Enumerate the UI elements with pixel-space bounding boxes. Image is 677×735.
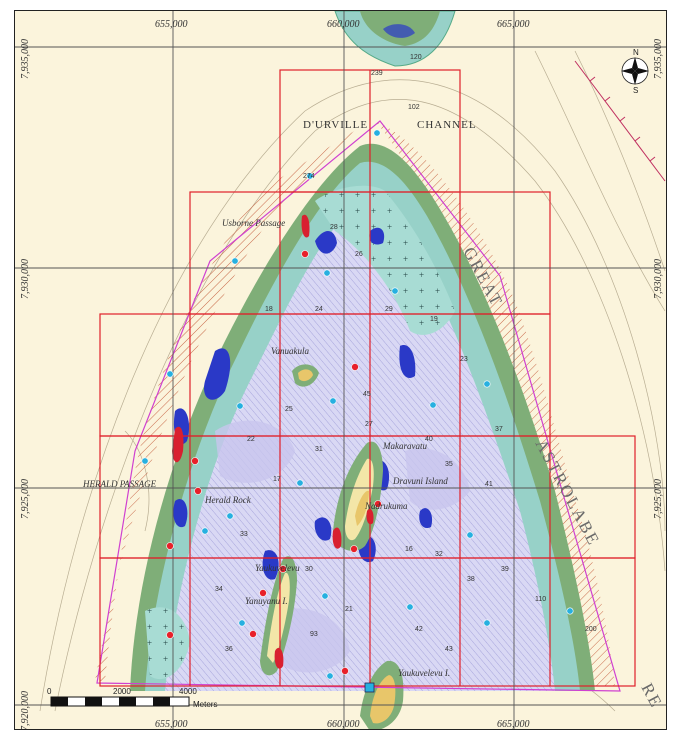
sounding-label: 30	[305, 566, 313, 573]
sounding-label: 274	[303, 173, 315, 180]
red-markers	[166, 250, 382, 675]
sounding-label: 18	[265, 306, 273, 313]
sounding-label: 21	[345, 606, 353, 613]
northing-label: 7,930,000	[20, 259, 31, 299]
sounding-label: 93	[310, 631, 318, 638]
sounding-label: 31	[315, 446, 323, 453]
lagoon	[165, 210, 555, 692]
compass-rose-icon: N S	[621, 48, 649, 95]
sounding-label: 110	[535, 596, 546, 603]
scale-tick: 4000	[179, 687, 197, 696]
label-durville: D'URVILLE	[303, 119, 368, 131]
sounding-label: 200	[585, 626, 597, 633]
easting-label: 665,000	[497, 19, 530, 30]
northing-label: 7,930,000	[653, 259, 664, 299]
sounding-label: 239	[371, 70, 383, 77]
map-frame: +	[14, 10, 667, 730]
sounding-label: 42	[415, 626, 423, 633]
label-herald-passage: HERALD PASSAGE	[82, 479, 157, 489]
sounding-label: 45	[363, 391, 371, 398]
label-herald-rock: Herald Rock	[204, 495, 252, 505]
sounding-label: 37	[495, 426, 503, 433]
sounding-label: 17	[273, 476, 281, 483]
easting-label: 660,000	[327, 19, 360, 30]
sounding-label: 35	[445, 461, 453, 468]
sounding-label: 23	[460, 356, 468, 363]
northing-label: 7,935,000	[20, 39, 31, 79]
sounding-label: 16	[405, 546, 413, 553]
sounding-label: 39	[501, 566, 509, 573]
sounding-label: 19	[430, 316, 438, 323]
scale-bar: 0 2000 4000 Meters	[47, 687, 217, 709]
svg-text:N: N	[633, 48, 639, 57]
sounding-label: 27	[365, 421, 373, 428]
label-channel: CHANNEL	[417, 119, 477, 131]
label-nadrukuma: Nadrukuma	[364, 501, 408, 511]
label-makaravatu: Makaravatu	[382, 441, 427, 451]
scale-unit: Meters	[193, 700, 217, 709]
square-marker	[364, 682, 375, 693]
sounding-label: 33	[240, 531, 248, 538]
northing-label: 7,925,000	[20, 479, 31, 519]
sounding-label: 25	[285, 406, 293, 413]
hatched-reef-west	[95, 121, 370, 681]
sounding-label: 28	[330, 224, 338, 231]
survey-grid	[99, 69, 636, 687]
sounding-label: 22	[247, 436, 255, 443]
label-usborne-passage: Usborne Passage	[222, 218, 285, 228]
sounding-label: 24	[315, 306, 323, 313]
scale-tick: 0	[47, 687, 52, 696]
label-yaukuvelevu: Yaukuvelevu I.	[398, 668, 450, 678]
label-vanuakula: Vanuakula	[271, 346, 309, 356]
scale-tick: 2000	[113, 687, 131, 696]
sounding-label: 32	[435, 551, 443, 558]
label-dravuni-island: Dravuni Island	[392, 476, 448, 486]
northing-label: 7,925,000	[653, 479, 664, 519]
cyan-markers	[141, 129, 574, 680]
sounding-label: 41	[485, 481, 493, 488]
compass-ruler	[574, 60, 666, 182]
nautical-chart: +	[15, 11, 666, 730]
sounding-label: 102	[408, 104, 420, 111]
easting-label: 655,000	[155, 19, 188, 30]
depth-soundings: 120 102 239 274 28 26 29 24 18 19 23 25 27 22 17 31 40 35…	[215, 54, 597, 653]
easting-label: 660,000	[327, 719, 360, 730]
svg-text:S: S	[633, 86, 638, 95]
label-yaukuve: Yaukuvelevu	[255, 563, 300, 573]
sounding-label: 43	[445, 646, 453, 653]
easting-label: 655,000	[155, 719, 188, 730]
survey-boundary	[96, 120, 621, 692]
coordinate-grid	[15, 11, 666, 729]
sounding-label: 34	[215, 586, 223, 593]
label-yanuyanu: Yanuyanu I.	[245, 596, 288, 606]
sounding-label: 36	[225, 646, 233, 653]
northing-label: 7,935,000	[653, 39, 664, 79]
northing-label: 7,920,000	[20, 691, 31, 730]
sounding-label: 29	[385, 306, 393, 313]
easting-label: 665,000	[497, 719, 530, 730]
sounding-label: 26	[355, 251, 363, 258]
sounding-label: 40	[425, 436, 433, 443]
sounding-label: 38	[467, 576, 475, 583]
sounding-label: 120	[410, 54, 422, 61]
